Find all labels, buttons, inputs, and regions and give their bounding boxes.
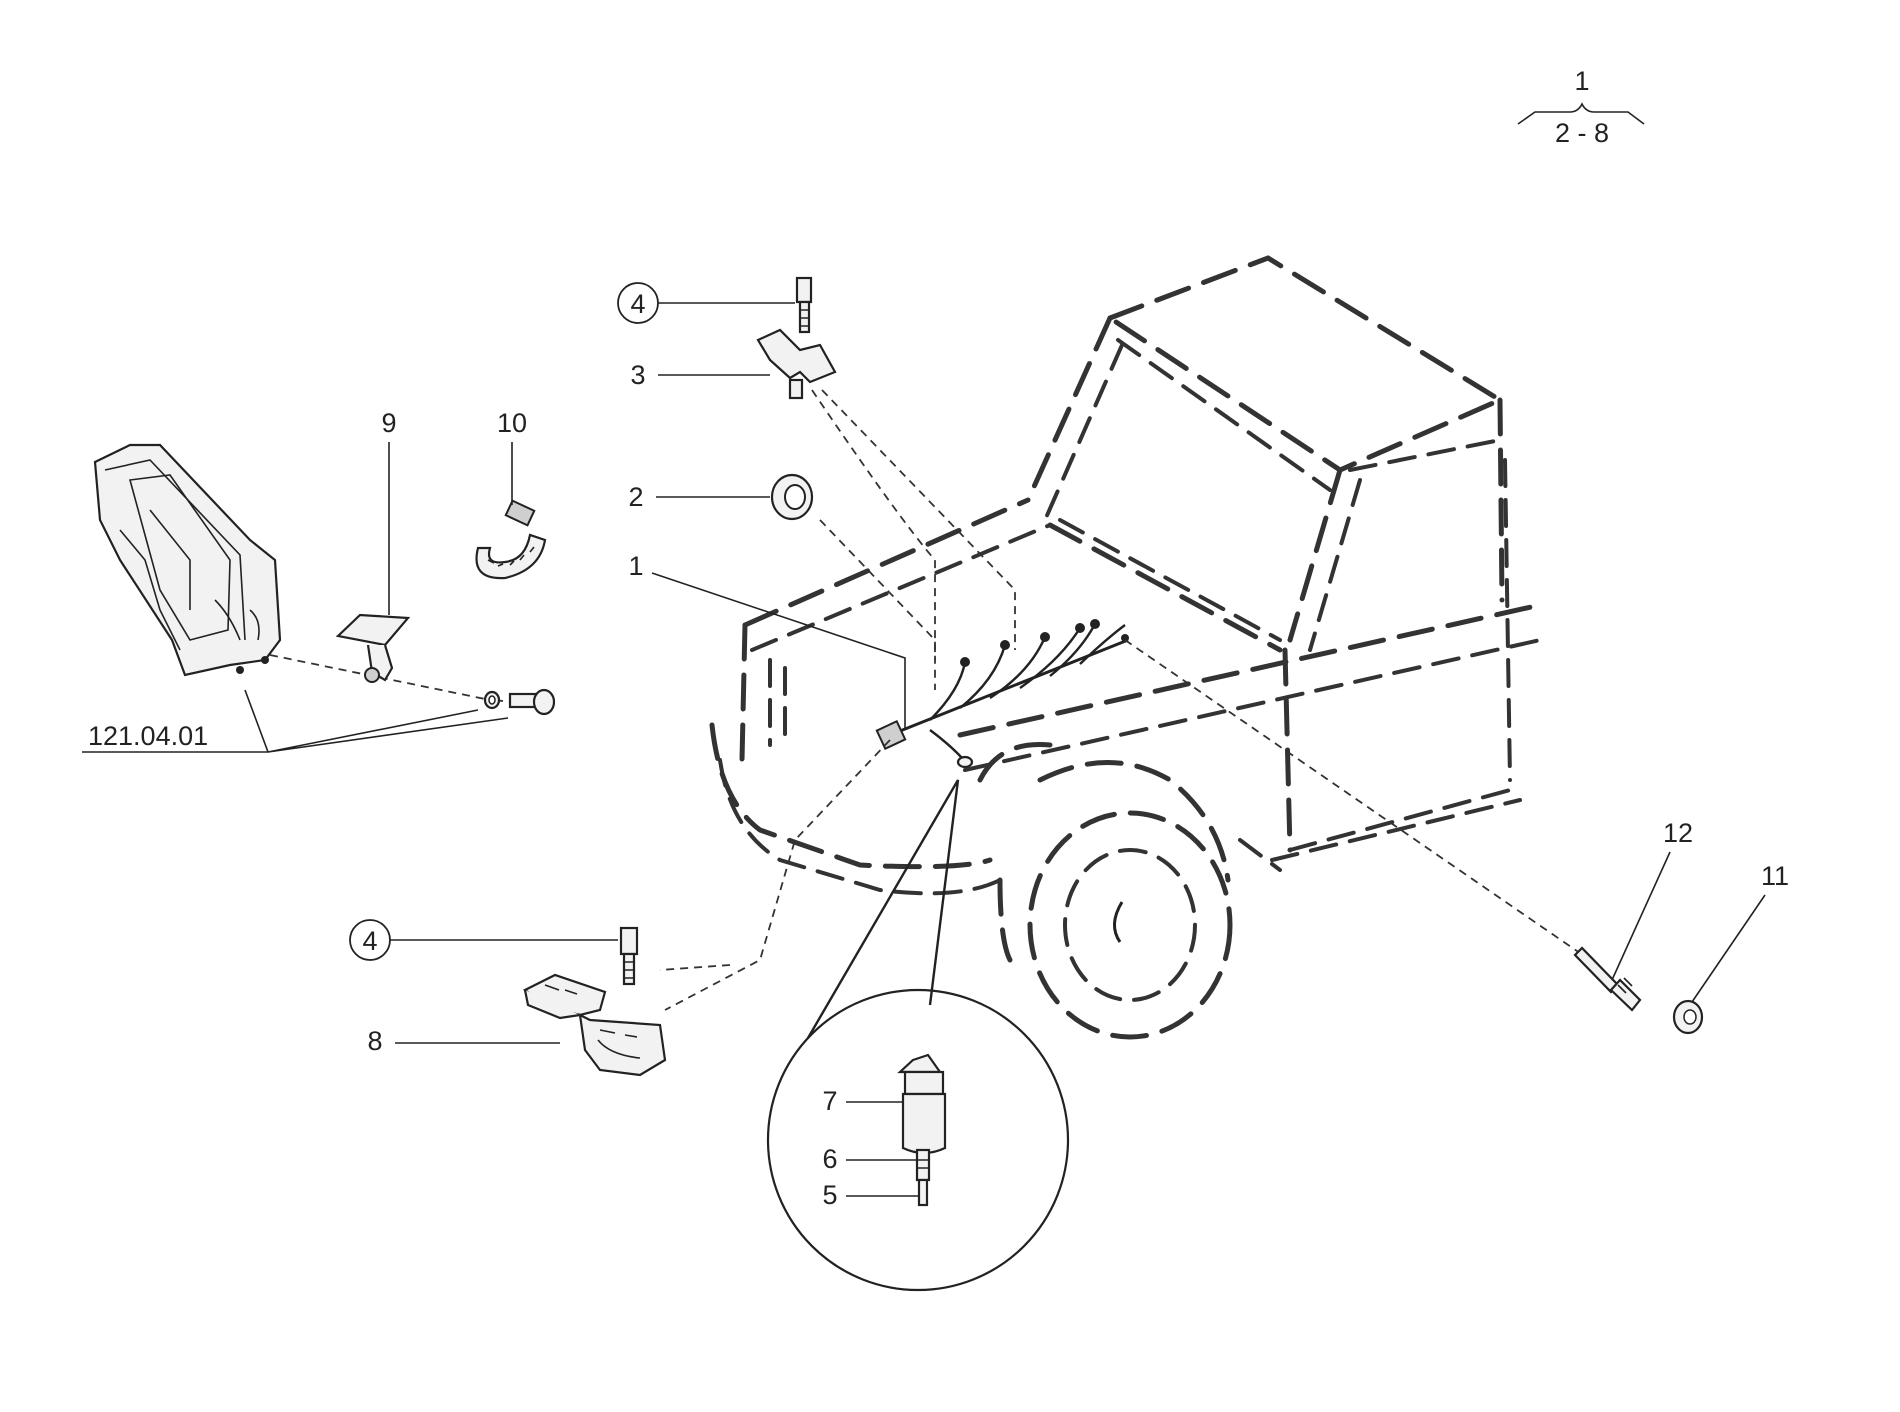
wheel-hub [1113,901,1124,943]
assembly-header: 1 2 - 8 [1517,66,1645,148]
part-4-stud-lower [619,926,639,986]
harness-branch-1 [929,661,967,721]
fender-arch-start [977,741,1053,783]
leader-part-12 [1124,639,1591,961]
callout-4-lower: 4 [362,926,377,956]
part-3-clip [756,328,837,400]
detail-pointer [806,779,960,1039]
hood-rear-edge [1047,522,1283,653]
harness-connector [875,719,907,751]
cab-front-pillar [1025,315,1113,503]
detail-circle [766,988,1070,1292]
wiring-harness [875,619,1129,769]
cab-window-lower [1058,518,1282,642]
callout-2: 2 [628,482,643,512]
vehicle-outline [709,255,1543,1040]
engine-mount-bracket [93,443,282,677]
cab-rear-pillar [1503,458,1512,782]
wheel-inner [1063,848,1197,1002]
leader-part-2 [819,519,936,690]
cab-roof [1104,255,1506,473]
hood-top-edge [742,497,1031,628]
callout-9: 9 [381,408,396,438]
sill-line [1270,798,1522,862]
door-bottom [1288,788,1512,852]
leader-part-4b [659,964,731,971]
callout-10: 10 [497,408,527,438]
callout-7: 7 [822,1086,837,1116]
part-12-glow-plug [1573,946,1642,1012]
front-fender-lower [709,722,993,870]
sensor-tip [956,755,974,769]
cab-mid-pillar-inner [1308,478,1362,652]
callout-3: 3 [630,360,645,390]
hood-side-line-upper [957,602,1543,738]
part-8-double-clip [522,973,667,1077]
cab-rear-edge [1497,397,1505,603]
callout-1: 1 [628,551,643,581]
leader-part-8 [664,739,891,1011]
door-front-edge [1282,647,1293,853]
assembly-leader-lines [269,389,1591,1011]
callout-5: 5 [822,1180,837,1210]
detail-magnifier [766,779,1070,1292]
part-2-grommet [770,473,814,521]
header-brace [1517,102,1645,125]
sensor-wire [929,729,963,759]
harness-main-cable [889,638,1129,737]
part-11-nut [1672,999,1704,1035]
wheel-outer [1027,810,1233,1040]
header-bottom-label: 2 - 8 [1555,118,1609,148]
bumper-side [997,877,1013,963]
callout-6: 6 [822,1144,837,1174]
front-fender-bottom [718,758,1002,896]
cab-front-pillar-inner [1043,343,1124,522]
cab-window-top [1348,438,1502,472]
cab-mid-pillar [1287,467,1343,643]
leader-part-3 [811,389,936,660]
callout-12: 12 [1663,818,1693,848]
hood-side-line-lower [963,638,1542,772]
hood-inner-edge [750,523,1052,652]
reference-code: 121.04.01 [88,721,208,751]
bolt-and-washer [483,688,556,716]
part-10-cable-strap [475,499,547,580]
part-4-stud-upper [795,276,813,334]
part-9-bracket [335,613,411,683]
callout-8: 8 [367,1026,382,1056]
header-top-label: 1 [1574,66,1589,96]
cab-roof-inner [1116,338,1332,492]
wheel-arch [1037,760,1231,883]
grille-edge [739,622,748,763]
callouts: 4 3 2 1 9 10 121.04.01 4 8 7 6 5 12 [82,282,1789,1210]
arch-rear [1238,838,1282,872]
callout-11: 11 [1761,861,1789,891]
callout-4-upper: 4 [630,289,645,319]
